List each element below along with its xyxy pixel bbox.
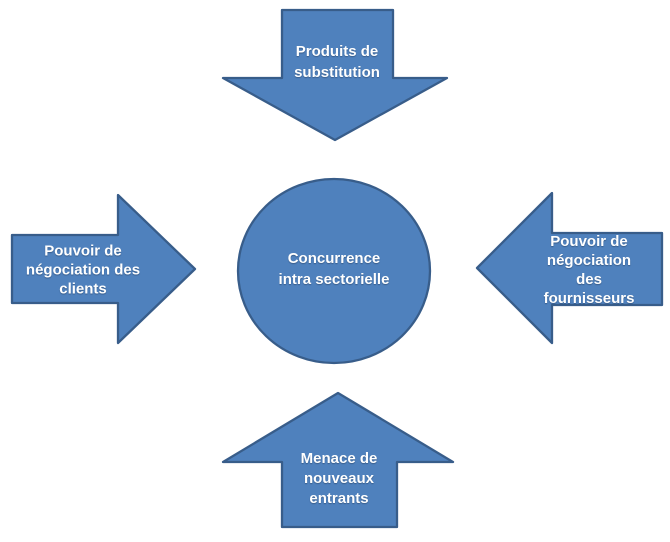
substitutes-arrow-down-shape xyxy=(221,8,449,142)
suppliers-arrow-left-shape xyxy=(475,191,664,345)
center-circle-shape xyxy=(236,177,432,365)
clients-arrow-right-shape xyxy=(10,193,197,345)
entrants-arrow-up-shape xyxy=(221,391,455,529)
